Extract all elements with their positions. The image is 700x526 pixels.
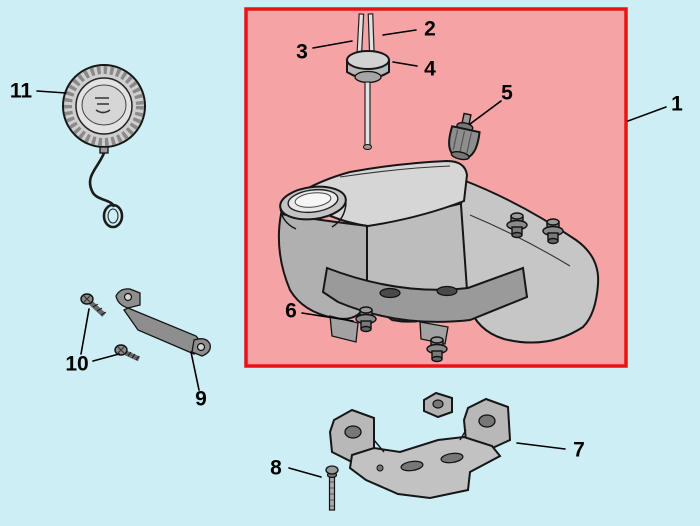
screw-illustration (114, 344, 141, 362)
callout-2: 2 (424, 17, 436, 41)
bolt-illustration (325, 465, 339, 511)
mounting-bracket-illustration (328, 391, 512, 500)
callout-7: 7 (573, 438, 585, 462)
callout-5: 5 (501, 81, 513, 105)
callout-4: 4 (424, 57, 436, 81)
leader-lines (36, 29, 667, 478)
fuel-filter-illustration (448, 112, 481, 161)
callout-9: 9 (195, 387, 207, 411)
fuel-cap-illustration (62, 64, 146, 229)
callout-1: 1 (671, 92, 683, 116)
callout-6: 6 (285, 299, 297, 323)
fuel-line-grommet-illustration (346, 13, 390, 150)
fuel-tank-illustration (277, 159, 600, 345)
callout-11: 11 (9, 79, 33, 103)
callout-10: 10 (65, 352, 89, 376)
clamp-bracket-illustration (115, 288, 211, 357)
screw-illustration (80, 293, 107, 317)
callout-3: 3 (296, 40, 308, 64)
callout-8: 8 (270, 456, 282, 480)
